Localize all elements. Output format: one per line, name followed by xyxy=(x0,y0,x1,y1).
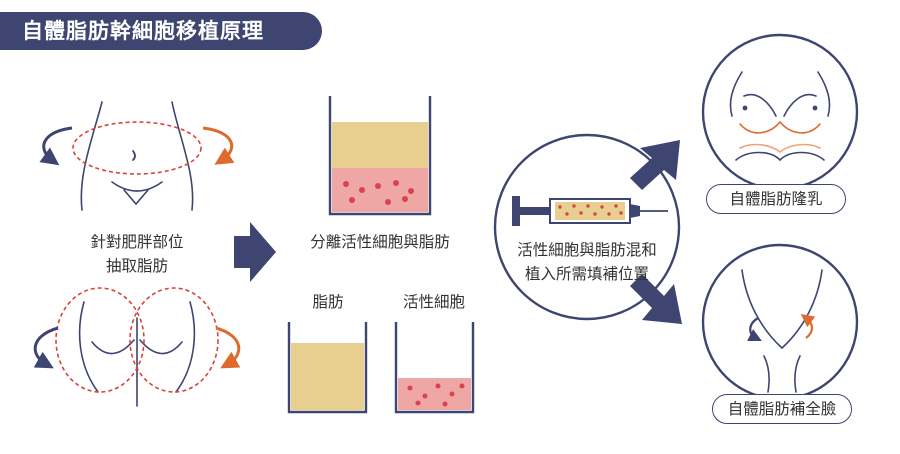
face-outcome-label: 自體脂肪補全臉 xyxy=(712,394,852,424)
mix-line-2: 植入所需填補位置 xyxy=(524,265,649,283)
rotate-right-arrow-icon xyxy=(215,326,241,369)
rotate-right-arrow-icon xyxy=(202,126,235,165)
breast-outcome-label: 自體脂肪隆乳 xyxy=(706,184,846,214)
rotate-left-arrow-icon xyxy=(33,326,59,369)
extract-label: 針對肥胖部位 抽取脂肪 xyxy=(70,230,204,278)
cheek-left-arrow-icon xyxy=(747,317,762,341)
left-buttock-target-zone xyxy=(55,287,145,393)
face-circle xyxy=(701,243,859,401)
mix-line-1: 活性細胞與脂肪混和 xyxy=(517,241,657,259)
arrow-to-face-icon xyxy=(630,274,682,324)
process-arrow-icon xyxy=(234,222,276,282)
extract-line-2: 抽取脂肪 xyxy=(105,257,168,275)
breast-circle xyxy=(701,33,859,191)
arrow-to-breast-icon xyxy=(630,140,680,190)
rotate-left-arrow-icon xyxy=(39,126,73,166)
fat-beaker xyxy=(287,322,368,414)
cells-label: 活性細胞 xyxy=(402,293,465,311)
cheek-right-arrow-icon xyxy=(800,314,816,339)
syringe-icon xyxy=(512,196,668,226)
belly-target-zone xyxy=(72,121,202,175)
face-illustration xyxy=(741,269,823,393)
separated-beaker xyxy=(328,96,432,216)
separate-label: 分離活性細胞與脂肪 xyxy=(310,233,450,251)
breast-illustration xyxy=(729,71,831,162)
buttocks-illustration xyxy=(78,301,196,407)
belly-illustration xyxy=(80,101,194,211)
cells-beaker xyxy=(394,322,475,414)
mix-label: 活性細胞與脂肪混和 植入所需填補位置 xyxy=(497,238,677,286)
page-title: 自體脂肪幹細胞移植原理 xyxy=(0,12,322,50)
extract-line-1: 針對肥胖部位 xyxy=(90,233,184,251)
fat-label: 脂肪 xyxy=(312,293,344,311)
right-buttock-target-zone xyxy=(129,287,219,393)
